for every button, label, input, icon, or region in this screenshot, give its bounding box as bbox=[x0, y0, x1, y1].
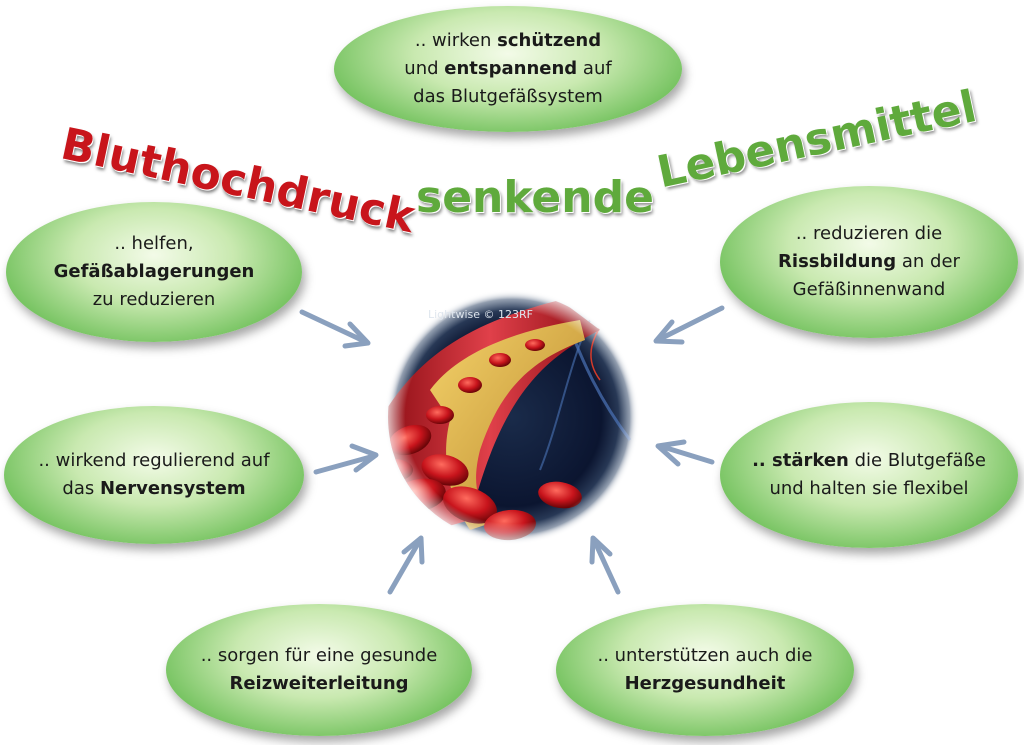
arrow-from-left-middle bbox=[316, 446, 376, 472]
arrow-from-bottom-left bbox=[390, 538, 422, 592]
arrow-from-left-upper bbox=[302, 312, 368, 346]
arrow-from-bottom-right bbox=[592, 538, 618, 592]
arrow-from-right-upper bbox=[656, 308, 722, 342]
arrow-from-right-middle bbox=[658, 442, 712, 464]
